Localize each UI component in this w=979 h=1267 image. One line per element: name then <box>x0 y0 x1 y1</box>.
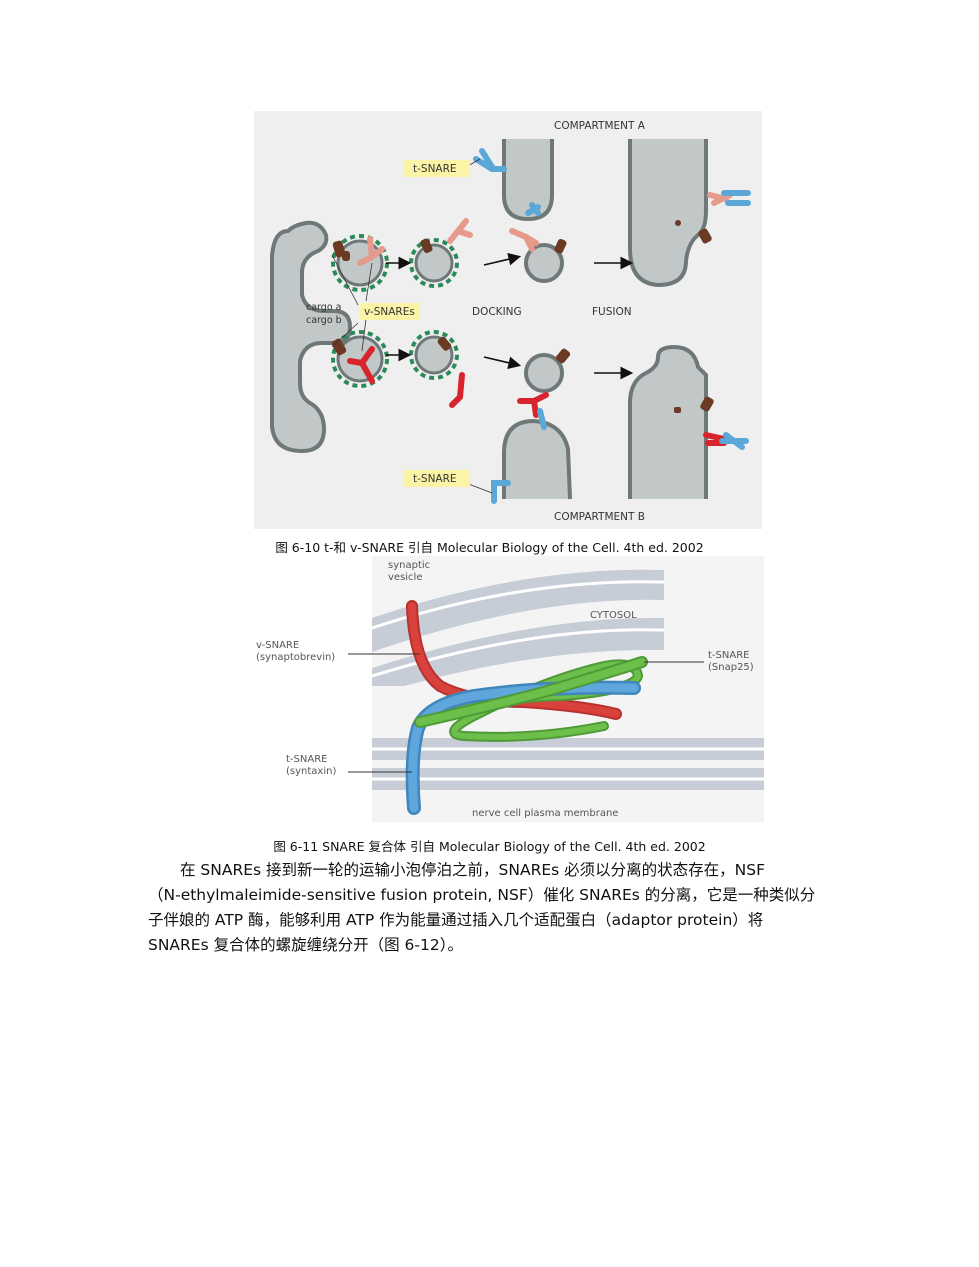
membrane-label: nerve cell plasma membrane <box>472 808 618 819</box>
compartment-b-fusion <box>628 344 708 499</box>
body-line-4: SNAREs 复合体的螺旋缠绕分开（图 6-12）。 <box>148 936 463 954</box>
figure-6-10-caption: 图 6-10 t-和 v-SNARE 引自 Molecular Biology … <box>275 540 704 555</box>
t-snare-molecules <box>473 148 751 504</box>
plasma-membrane <box>372 738 764 790</box>
compartment-b-docking <box>502 418 572 500</box>
fusion-label: FUSION <box>592 306 632 318</box>
vesicle-label: vesicle <box>388 572 423 583</box>
synaptobrevin-label: (synaptobrevin) <box>256 652 335 663</box>
compartment-a-docking <box>502 139 554 222</box>
cargo-a-label: cargo a <box>306 302 341 313</box>
t-snare-snap25-label: t-SNARE <box>708 650 749 661</box>
body-line-2: （N-ethylmaleimide-sensitive fusion prote… <box>148 886 816 904</box>
leader-lines <box>331 158 493 494</box>
t-snare-bottom-label: t-SNARE <box>413 473 457 485</box>
syntaxin-label: (syntaxin) <box>286 766 336 777</box>
compartment-a-fusion <box>628 139 708 288</box>
coated-vesicle-a2 <box>409 238 459 288</box>
donor-compartment <box>270 220 353 454</box>
process-arrows <box>386 252 634 380</box>
v-snare-label: v-SNARE <box>256 640 299 651</box>
docking-vesicle-b <box>524 353 564 393</box>
helix-green-snap25-highlight <box>416 658 646 726</box>
body-paragraph: 在 SNAREs 接到新一轮的运输小泡停泊之前，SNAREs 必须以分离的状态存… <box>148 858 828 958</box>
compartment-a-label: COMPARTMENT A <box>554 120 646 132</box>
docking-vesicle-a <box>524 243 564 283</box>
v-snare-a-molecules <box>357 192 733 266</box>
v-snares-label: v-SNAREs <box>364 306 415 318</box>
helix-green-highlight <box>431 661 642 740</box>
t-snare-bottom-box <box>404 470 470 487</box>
t-snare-syntaxin-label: t-SNARE <box>286 754 327 765</box>
snap25-label: (Snap25) <box>708 662 754 673</box>
cargo-molecules <box>331 220 714 413</box>
t-snare-top-box <box>404 160 470 177</box>
body-line-3: 子伴娘的 ATP 酶，能够利用 ATP 作为能量通过插入几个适配蛋白（adapt… <box>148 911 764 929</box>
synaptic-label: synaptic <box>388 560 430 571</box>
cargo-b-label: cargo b <box>306 315 342 326</box>
docking-label: DOCKING <box>472 306 522 318</box>
vesicle-membrane <box>371 569 665 686</box>
figure-6-11-caption: 图 6-11 SNARE 复合体 引自 Molecular Biology of… <box>273 839 706 854</box>
figure2-leader-lines <box>348 653 704 773</box>
t-snare-top-label: t-SNARE <box>413 163 457 175</box>
cytosol-label: CYTOSOL <box>590 610 637 621</box>
compartment-b-label: COMPARTMENT B <box>554 511 645 523</box>
figure-6-10: COMPARTMENT A COMPARTMENT B t-SNARE t-SN… <box>254 111 762 529</box>
v-snares-box <box>360 303 420 320</box>
figure-6-11: synaptic vesicle CYTOSOL v-SNARE (synapt… <box>244 556 774 824</box>
body-line-1: 在 SNAREs 接到新一轮的运输小泡停泊之前，SNAREs 必须以分离的状态存… <box>180 861 765 879</box>
